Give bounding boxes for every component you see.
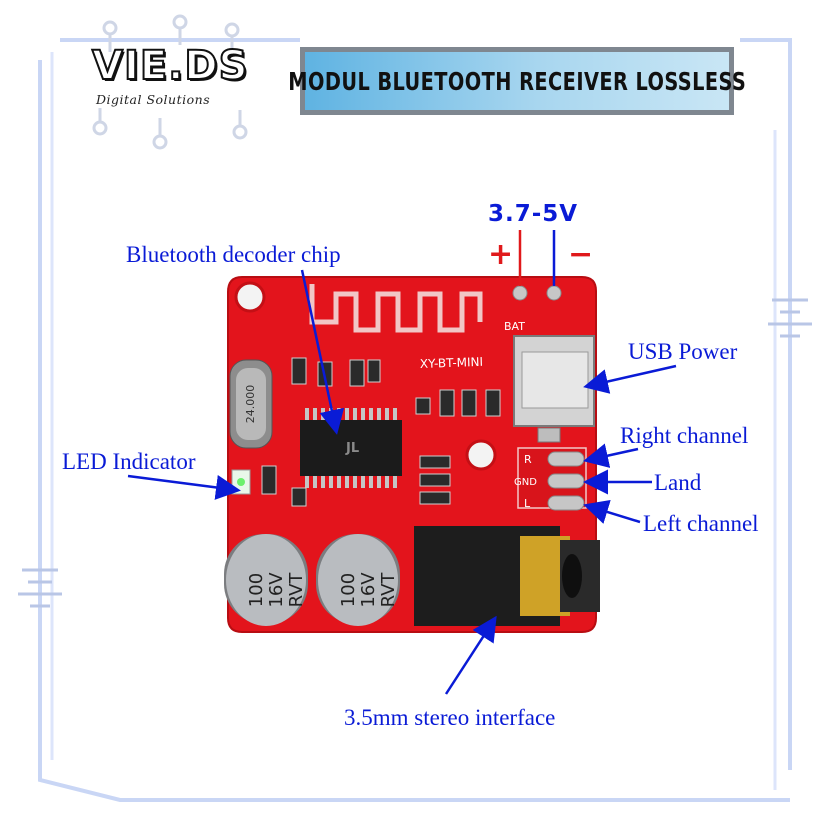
usb-port (513, 335, 595, 443)
pad-gnd-text: GND (514, 477, 537, 488)
decoder-chip: JL (300, 408, 402, 488)
chip-arrow (300, 269, 345, 435)
cap-label-2: 100 (338, 573, 359, 607)
cap-label-line: RVT (286, 572, 307, 608)
usb-power-label: USB Power (628, 339, 738, 364)
bat-text: BAT (504, 320, 525, 333)
minus-sign: − (568, 237, 594, 272)
audio-output-pads: R GND L (514, 447, 587, 511)
brand-name: VIE.DS (91, 43, 249, 89)
plus-sign: + (488, 237, 514, 272)
chip-label: Bluetooth decoder chip (126, 242, 341, 267)
right-channel-label: Right channel (620, 423, 749, 448)
chip-mark-text: JL (345, 441, 359, 456)
voltage-label: 3.7-5V (488, 201, 579, 227)
title-banner: MODUL BLUETOOTH RECEIVER LOSSLESS (288, 47, 746, 115)
board-model-text: XY-BT-MINI (420, 355, 484, 371)
led-indicator-label: LED Indicator (62, 449, 196, 474)
circuit-trace-icon (92, 14, 248, 150)
left-channel-label: Left channel (643, 511, 759, 536)
usb-arrow (583, 364, 677, 394)
pad-l-text: L (524, 497, 531, 510)
antenna-trace (309, 284, 483, 333)
stereo-interface-label: 3.5mm stereo interface (344, 705, 556, 730)
crystal-text: 24.000 (244, 385, 257, 424)
mounting-hole (465, 439, 497, 471)
right-channel-arrow (583, 443, 639, 468)
page-title: MODUL BLUETOOTH RECEIVER LOSSLESS (288, 66, 746, 96)
jack-arrow (444, 615, 497, 695)
cap-label-1: 100 (246, 573, 267, 607)
audio-jack (414, 526, 600, 626)
left-channel-arrow (583, 499, 641, 524)
cap-label-line: 16V (358, 572, 379, 608)
battery-icon (18, 298, 812, 608)
cap-label-line: RVT (378, 572, 399, 608)
crystal-oscillator: 24.000 (229, 359, 273, 449)
land-label: Land (654, 470, 702, 495)
led-arrow (127, 474, 241, 500)
cap-label-line: 16V (266, 572, 287, 608)
mounting-hole (234, 281, 266, 313)
brand-logo: VIE.DS Digital Solutions (88, 42, 258, 122)
brand-tagline: Digital Solutions (96, 92, 211, 107)
pad-r-text: R (524, 453, 532, 466)
